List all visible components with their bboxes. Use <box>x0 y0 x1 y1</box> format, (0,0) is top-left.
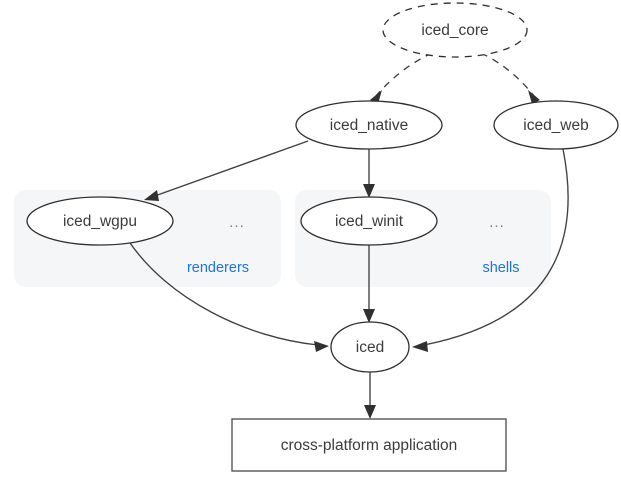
edge-core-to-web-arrowhead <box>528 90 540 104</box>
edge-web-to-iced-arrowhead <box>412 341 428 352</box>
node-iced-native-shape[interactable] <box>295 100 443 150</box>
edge-core-to-native <box>370 52 433 104</box>
edge-winit-to-iced <box>363 245 375 323</box>
node-iced-core-shape[interactable] <box>382 2 528 58</box>
edge-wgpu-to-iced <box>127 239 329 352</box>
node-iced-native-label: iced_native <box>330 117 408 134</box>
node-iced-shape[interactable] <box>330 321 410 373</box>
node-cross-platform-application-shape[interactable] <box>231 418 507 472</box>
edge-native-to-wgpu-line <box>151 140 309 198</box>
node-iced-winit-label: iced_winit <box>335 213 404 230</box>
edge-native-to-wgpu <box>144 140 309 201</box>
edge-winit-to-iced-arrowhead <box>363 309 375 323</box>
node-iced-wgpu[interactable]: iced_wgpu <box>26 196 174 246</box>
edge-native-to-wgpu-arrowhead <box>144 190 159 201</box>
node-iced[interactable]: iced <box>330 321 410 373</box>
node-iced-label: iced <box>356 339 384 356</box>
edge-iced-to-application-arrowhead <box>364 405 376 419</box>
cluster-renderers-label: renderers <box>187 260 249 276</box>
edge-core-to-web-line <box>480 52 535 97</box>
node-cross-platform-application-label: cross-platform application <box>281 437 458 454</box>
node-iced-web-label: iced_web <box>523 117 589 134</box>
edge-web-to-iced <box>412 148 569 352</box>
edge-web-to-iced-line <box>423 148 569 346</box>
edge-native-to-winit <box>363 149 375 198</box>
cluster-shells-label: shells <box>482 260 519 276</box>
node-iced-core-label: iced_core <box>421 22 488 39</box>
edge-core-to-web <box>480 52 540 104</box>
edge-core-to-native-line <box>375 52 433 97</box>
node-iced-native[interactable]: iced_native <box>295 100 443 150</box>
node-iced-winit[interactable]: iced_winit <box>300 196 438 246</box>
edge-wgpu-to-iced-arrowhead <box>314 341 329 352</box>
edge-native-to-winit-arrowhead <box>363 184 375 198</box>
node-iced-web[interactable]: iced_web <box>493 100 619 150</box>
edge-wgpu-to-iced-line <box>127 239 319 346</box>
node-iced-winit-shape[interactable] <box>300 196 438 246</box>
node-iced-core[interactable]: iced_core <box>382 2 528 58</box>
node-iced-wgpu-label: iced_wgpu <box>63 213 137 230</box>
node-iced-wgpu-shape[interactable] <box>26 196 174 246</box>
node-iced-web-shape[interactable] <box>493 100 619 150</box>
edge-iced-to-application <box>364 372 376 419</box>
renderers-more-placeholder: ... <box>229 214 245 231</box>
shells-more-placeholder: ... <box>489 214 505 231</box>
node-cross-platform-application[interactable]: cross-platform application <box>231 418 507 472</box>
